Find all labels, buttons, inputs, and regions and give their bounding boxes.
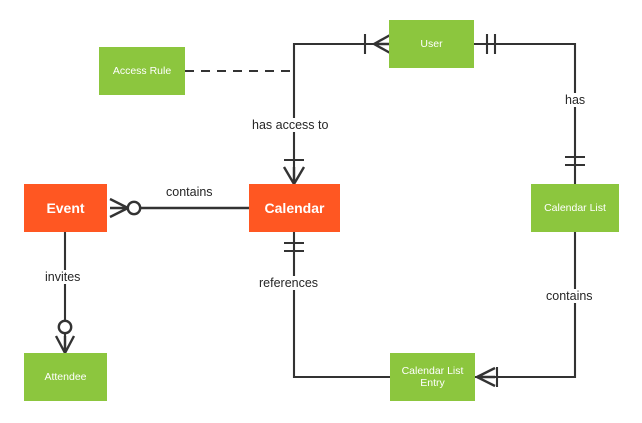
entity-access-rule[interactable]: Access Rule [99,47,185,95]
entity-calendar-label: Calendar [264,199,325,216]
cardinality-event-zero-or-many [109,197,142,219]
edge-label-has-access-to: has access to [249,118,332,132]
edge-label-contains-list: contains [543,289,596,303]
connector-calendar-list-entry [475,232,577,379]
edge-label-references: references [256,276,322,290]
entity-calendar[interactable]: Calendar [249,184,340,232]
cardinality-calendar-list-entry-right-one-or-many [476,366,499,388]
entity-attendee[interactable]: Attendee [24,353,107,401]
cardinality-calendar-top-one-or-many [282,158,306,185]
entity-attendee-label: Attendee [44,370,87,383]
entity-calendar-list-entry-label-line2: Entry [420,377,445,389]
connector-user-calendar-list [474,42,577,184]
cardinality-calendar-bottom-one-and-only-one [284,241,304,253]
cardinality-user-right-one-and-only-one [485,34,497,54]
edge-label-contains-event: contains [163,185,216,199]
connector-user-calendar [292,42,389,184]
entity-calendar-list[interactable]: Calendar List [531,184,619,232]
entity-event[interactable]: Event [24,184,107,232]
entity-calendar-list-entry[interactable]: Calendar List Entry [390,353,475,401]
entity-calendar-list-label: Calendar List [544,201,606,214]
edge-label-has: has [562,93,589,107]
entity-access-rule-label: Access Rule [112,64,172,77]
entity-calendar-list-entry-label-line1: Calendar List [401,364,464,377]
cardinality-attendee-zero-or-many [54,319,76,354]
entity-event-label: Event [46,199,85,216]
entity-user-label: User [420,37,443,50]
entity-user[interactable]: User [389,20,474,68]
connector-calendar-references [292,232,390,379]
cardinality-calendar-list-top-one-and-only-one [565,155,585,167]
edge-label-invites: invites [42,270,84,284]
